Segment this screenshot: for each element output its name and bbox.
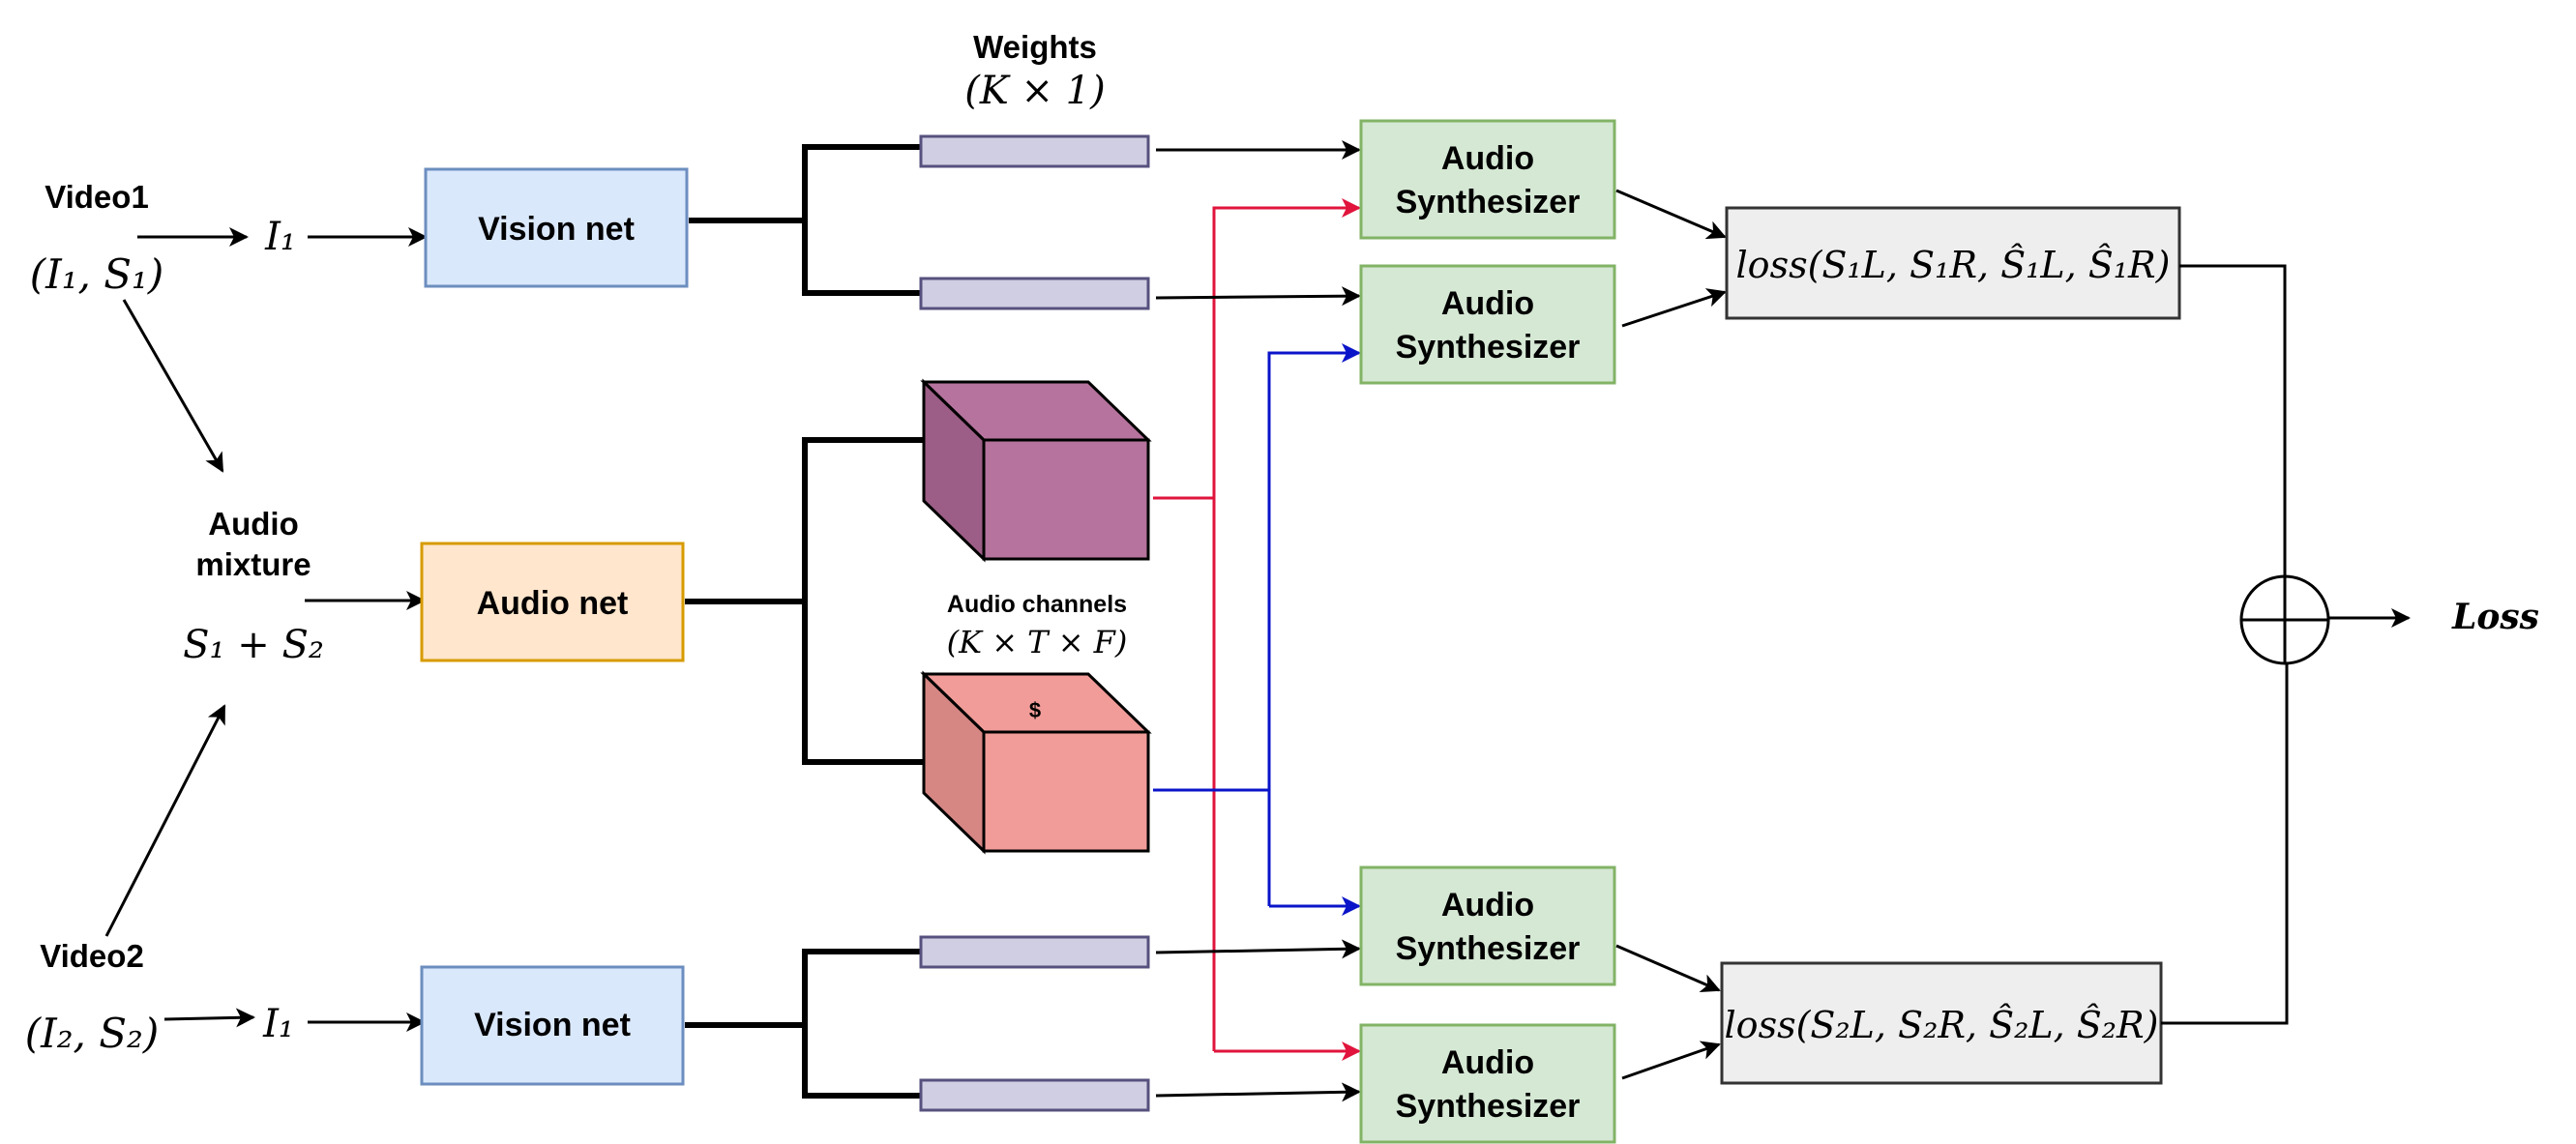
arrow-video1-to-mixture xyxy=(122,299,224,473)
synth-2-line2: Synthesizer xyxy=(1396,329,1581,366)
loss-top-formula: loss(S₁L, S₁R, Ŝ₁L, Ŝ₁R) xyxy=(1736,244,2171,286)
red-wire-to-synth-1 xyxy=(1212,198,1361,1051)
cube-symbol: $ xyxy=(1029,698,1041,722)
synth-1-line1: Audio xyxy=(1441,140,1534,177)
loss-box-bottom: loss(S₂L, S₂R, Ŝ₂L, Ŝ₂R) xyxy=(1720,961,2163,1085)
mixture-formula: S₁ + S₂ xyxy=(183,623,324,667)
audio-channel-cube-1 xyxy=(920,378,1152,563)
audio-channel-cube-2 xyxy=(920,670,1152,855)
mixture-label-line2: mixture xyxy=(195,546,311,582)
vision-net-top-label: Vision net xyxy=(478,211,635,248)
arrow-synth4-to-loss-bottom xyxy=(1621,1041,1721,1080)
branch-connectors xyxy=(685,144,924,1099)
total-loss-label: Loss xyxy=(2451,597,2539,637)
sum-icon xyxy=(2239,574,2330,665)
weight-bar-2 xyxy=(919,277,1150,310)
audio-synthesizer-2 xyxy=(1359,264,1616,385)
line-loss-top-to-sum xyxy=(2179,264,2287,575)
arrow-video2-to-mixture xyxy=(104,704,226,937)
weights-title: Weights xyxy=(973,29,1097,65)
arrow-weight4-to-synth4 xyxy=(1155,1082,1361,1102)
vision-net-top: Vision net xyxy=(424,167,689,288)
vision-net-bottom: Vision net xyxy=(420,965,685,1086)
branch-vision-bottom xyxy=(685,949,921,1099)
loss-bottom-formula: loss(S₂L, S₂R, Ŝ₂L, Ŝ₂R) xyxy=(1725,1004,2159,1046)
audio-net-label: Audio net xyxy=(477,585,629,622)
audio-channels-title: Audio channels xyxy=(947,591,1127,618)
synth-4-line1: Audio xyxy=(1441,1044,1534,1081)
weights-dims: (K × 1) xyxy=(964,69,1106,113)
vision-net-bottom-label: Vision net xyxy=(474,1007,631,1043)
video1-label: Video1 xyxy=(44,179,149,215)
synth-2-line1: Audio xyxy=(1441,285,1534,322)
video2-pair: (I₂, S₂) xyxy=(25,1010,160,1057)
weight-bar-3 xyxy=(919,935,1150,969)
video2-label: Video2 xyxy=(40,938,144,974)
blue-wire-to-synth-2 xyxy=(1267,343,1361,906)
weight-bar-4 xyxy=(919,1078,1150,1112)
weight-bar-1 xyxy=(919,134,1150,168)
audio-synthesizer-1 xyxy=(1359,119,1616,240)
synth-3-line2: Synthesizer xyxy=(1396,930,1581,967)
mixture-label-line1: Audio xyxy=(208,506,298,542)
line-loss-bottom-to-sum xyxy=(2161,664,2289,1025)
arrow-synth1-to-loss-top xyxy=(1615,189,1727,240)
audio-net: Audio net xyxy=(420,542,685,662)
loss-box-top: loss(S₁L, S₁R, Ŝ₁L, Ŝ₁R) xyxy=(1725,206,2181,320)
video2-frame: I₁ xyxy=(262,1002,294,1046)
arrow-weight2-to-synth2 xyxy=(1155,286,1361,307)
branch-audio-net xyxy=(685,437,924,765)
branch-vision-top xyxy=(689,144,921,296)
audio-synthesizer-3 xyxy=(1359,865,1616,986)
synth-4-line2: Synthesizer xyxy=(1396,1088,1581,1125)
arrow-video2-to-frame xyxy=(163,1008,255,1028)
arrow-synth2-to-loss-top xyxy=(1621,288,1727,328)
audio-synthesizer-4 xyxy=(1359,1023,1616,1144)
video1-pair: (I₁, S₁) xyxy=(30,250,164,298)
synth-3-line1: Audio xyxy=(1441,887,1534,924)
audio-channels-dims: (K × T × F) xyxy=(947,624,1128,660)
synth-1-line2: Synthesizer xyxy=(1396,184,1581,220)
video1-frame: I₁ xyxy=(264,215,296,259)
arrow-weight3-to-synth3 xyxy=(1155,939,1361,959)
arrow-synth3-to-loss-bottom xyxy=(1615,944,1721,993)
